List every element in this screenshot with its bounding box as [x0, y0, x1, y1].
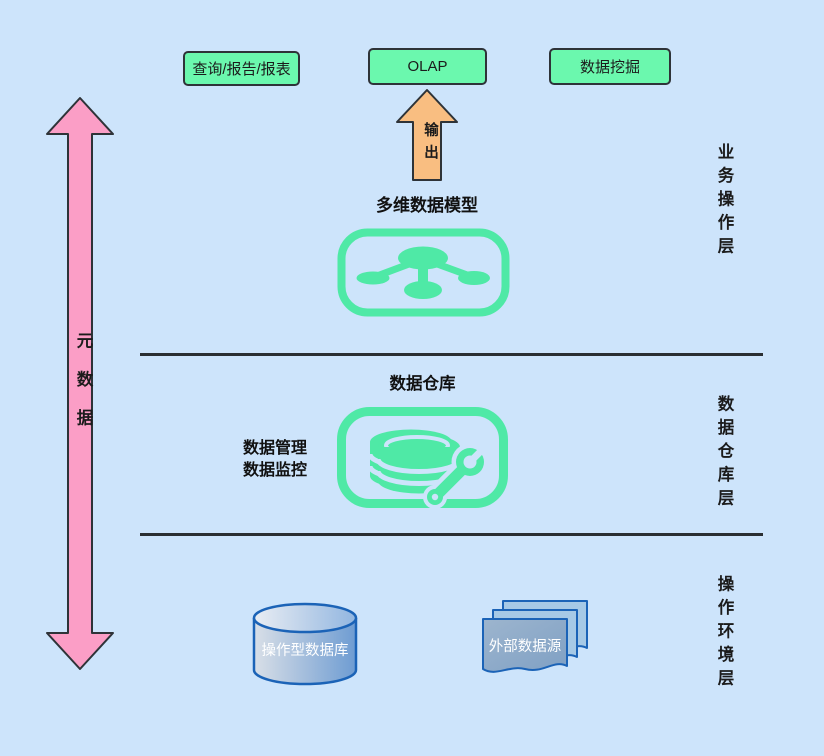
data-model-icon [337, 228, 510, 317]
warehouse-notes: 数据管理 数据监控 [217, 438, 333, 482]
molecule-icon [356, 246, 490, 299]
wrench-icon [423, 443, 489, 508]
metadata-double-arrow-icon [46, 97, 114, 670]
warehouse-container-border [337, 407, 508, 508]
output-arrow-label: 输出 [422, 122, 438, 167]
layer-label-business: 业务操作层 [715, 143, 733, 261]
metadata-arrow-shape [46, 97, 114, 670]
cylinder-body [252, 618, 358, 686]
data-mining-box: 数据挖掘 [549, 48, 671, 85]
data-warehouse-icon [337, 407, 508, 508]
layer-label-operations: 操作环境层 [715, 575, 733, 693]
operational-database-icon: 操作型数据库 [252, 602, 358, 686]
query-report-label: 查询/报告/报表 [192, 61, 291, 78]
operational-database-label: 操作型数据库 [262, 642, 349, 659]
model-title: 多维数据模型 [376, 196, 478, 215]
sheet-front [482, 618, 568, 673]
database-stack-icon [367, 429, 463, 494]
output-arrow-shape [396, 89, 458, 181]
olap-label: OLAP [407, 58, 448, 75]
cylinder-top [252, 602, 358, 634]
output-up-arrow-icon [396, 89, 458, 181]
query-report-box: 查询/报告/报表 [183, 51, 300, 86]
metadata-arrow-label: 元数据 [74, 332, 92, 448]
layer-label-warehouse: 数据仓库层 [715, 395, 733, 513]
model-container-border [337, 228, 510, 317]
external-data-source-label: 外部数据源 [489, 638, 562, 655]
divider-business-warehouse [140, 353, 763, 356]
external-data-source-icon: 外部数据源 [482, 600, 588, 673]
note-data-monitoring: 数据监控 [242, 462, 307, 479]
note-data-management: 数据管理 [242, 440, 307, 457]
olap-box: OLAP [368, 48, 487, 85]
data-mining-label: 数据挖掘 [579, 59, 640, 76]
divider-warehouse-operations [140, 533, 763, 536]
warehouse-title: 数据仓库 [389, 375, 456, 393]
